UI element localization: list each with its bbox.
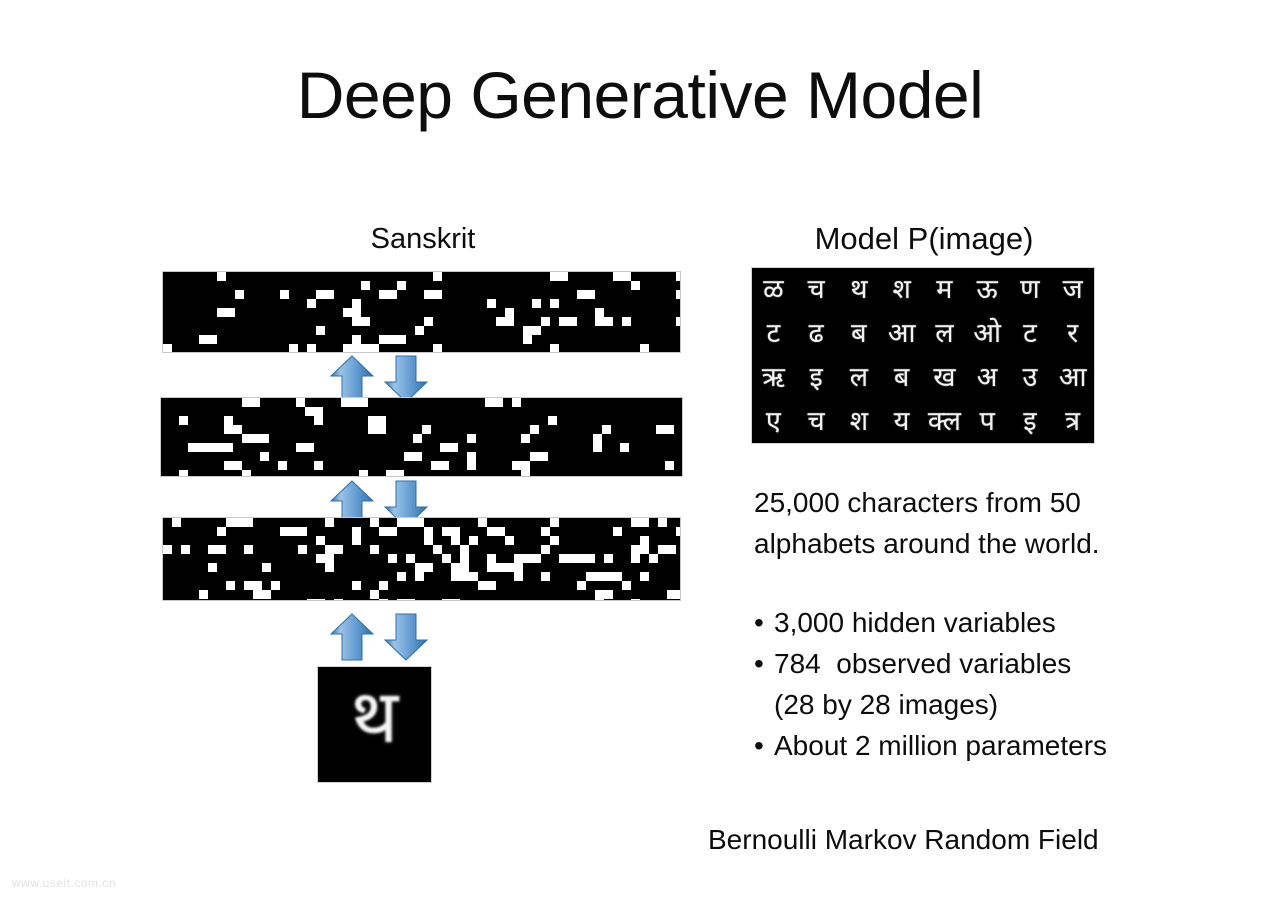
grid-character: ल — [849, 361, 869, 393]
grid-character: ल — [935, 318, 954, 350]
grid-character: ब — [851, 318, 867, 350]
bullet-dot-icon: • — [754, 730, 764, 761]
model-type-caption: Bernoulli Markov Random Field — [708, 824, 1099, 855]
down-arrow-icon — [384, 355, 428, 403]
grid-character: अ — [976, 361, 998, 393]
grid-character: इ — [1023, 405, 1037, 437]
grid-character: श — [892, 274, 911, 306]
arrow-pair-middle — [330, 480, 430, 528]
grid-character: प — [979, 405, 995, 437]
page-title: Deep Generative Model — [296, 58, 984, 132]
list-item-label: (28 by 28 images) — [774, 689, 999, 720]
arrow-pair-bottom — [330, 613, 430, 661]
grid-character: ट — [766, 318, 781, 350]
list-item: •(28 by 28 images) — [754, 684, 1214, 725]
up-arrow-icon — [330, 613, 374, 661]
grid-character: ढ — [808, 318, 824, 350]
input-character-glyph: थ — [350, 674, 399, 760]
arrow-pair-top — [330, 355, 430, 403]
model-heading: Model P(image) — [814, 221, 1034, 256]
sanskrit-column: Sanskrit — [163, 222, 683, 256]
grid-character: ऊ — [976, 274, 998, 306]
hidden-layer-top — [163, 272, 680, 352]
hidden-layer-bottom — [163, 518, 680, 600]
grid-character: च — [807, 405, 825, 437]
grid-character: ट — [1023, 318, 1037, 350]
grid-character: आ — [887, 318, 916, 350]
grid-character: इ — [809, 361, 823, 393]
input-character-image: थ — [318, 667, 431, 782]
grid-character: य — [893, 405, 910, 437]
grid-character: ओ — [973, 318, 1001, 350]
grid-character: थ — [850, 274, 868, 306]
watermark: www.useit.com.cn — [12, 876, 117, 890]
grid-character: ब — [893, 361, 910, 393]
bullet-dot-icon: • — [754, 607, 764, 638]
grid-character: ळ — [763, 274, 784, 306]
grid-character: ण — [1020, 274, 1040, 306]
grid-character: ज — [1062, 274, 1083, 306]
grid-character: त्र — [1065, 405, 1081, 437]
list-item-label: 784 observed variables — [774, 648, 1072, 679]
grid-character: आ — [1058, 361, 1087, 393]
grid-character: ऋ — [761, 361, 785, 393]
grid-character: उ — [1022, 361, 1038, 393]
bullet-dot-icon: • — [754, 648, 764, 679]
grid-character: र — [1067, 318, 1079, 350]
list-item: • About 2 million parameters — [754, 725, 1214, 766]
grid-character: ख — [933, 361, 956, 393]
up-arrow-icon — [330, 355, 374, 403]
list-item-label: 3,000 hidden variables — [774, 607, 1056, 638]
grid-character: ए — [765, 405, 781, 437]
sanskrit-label: Sanskrit — [370, 223, 476, 255]
grid-character: च — [807, 274, 825, 306]
dataset-description: 25,000 characters from 50 alphabets arou… — [754, 487, 1100, 559]
grid-character: म — [936, 274, 953, 306]
list-item-label: About 2 million parameters — [774, 730, 1108, 761]
down-arrow-icon — [384, 480, 428, 528]
grid-character: श — [849, 405, 869, 437]
list-item: • 784 observed variables — [754, 643, 1214, 684]
list-item: • 3,000 hidden variables — [754, 602, 1214, 643]
grid-character: क्ल — [927, 405, 961, 437]
model-facts-list: • 3,000 hidden variables • 784 observed var… — [754, 602, 1214, 766]
down-arrow-icon — [384, 613, 428, 661]
hidden-layer-middle — [161, 398, 682, 476]
